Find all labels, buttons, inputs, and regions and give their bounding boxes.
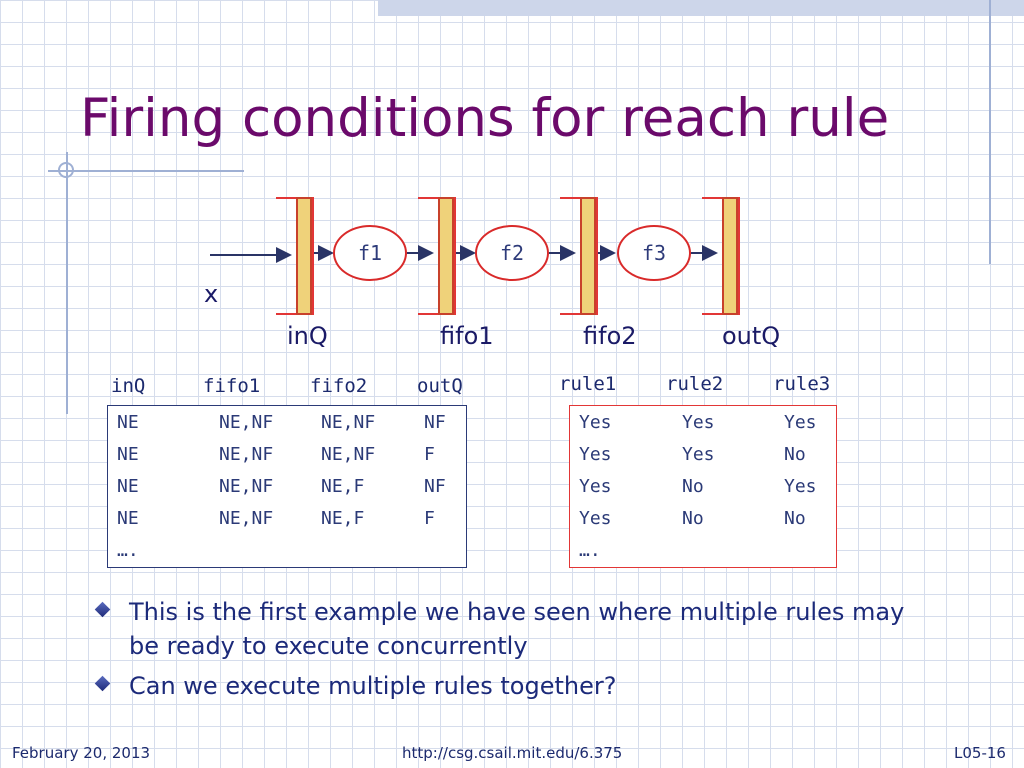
bullet-text: Can we execute multiple rules together?: [129, 672, 617, 700]
table-cell: NF: [424, 476, 446, 497]
table-cell: No: [682, 476, 704, 497]
table-cell: NE: [117, 508, 139, 529]
fifo-bar-outq: [722, 197, 738, 315]
left-table-header-outq: outQ: [417, 375, 463, 397]
table-cell: No: [784, 508, 806, 529]
left-table-header-inq: inQ: [111, 375, 146, 397]
table-cell: NF: [424, 412, 446, 433]
left-table-header-fifo2: fifo2: [310, 375, 368, 397]
table-cell: Yes: [579, 412, 612, 433]
footer-url: http://csg.csail.mit.edu/6.375: [402, 744, 623, 762]
table-cell: NE,NF: [321, 444, 376, 465]
footer-page-number: L05-16: [954, 744, 1006, 762]
decorative-right-rule: [989, 0, 991, 264]
right-table-header-rule3: rule3: [773, 373, 831, 395]
table-cell: NE,F: [321, 508, 365, 529]
table-cell: Yes: [579, 476, 612, 497]
queue-label-fifo1: fifo1: [440, 322, 494, 350]
input-label: x: [204, 280, 219, 308]
table-cell: NE: [117, 476, 139, 497]
decorative-title-underline: [48, 170, 244, 172]
right-table-header-rule2: rule2: [666, 373, 724, 395]
table-cell: NE,NF: [219, 508, 274, 529]
fifo-bar-inq: [296, 197, 312, 315]
right-rule-table: Yes Yes Yes Yes Yes No Yes No Yes Yes No…: [569, 405, 837, 568]
table-cell: Yes: [682, 444, 715, 465]
table-cell: Yes: [579, 444, 612, 465]
left-table-header-fifo1: fifo1: [203, 375, 261, 397]
table-cell: NE,NF: [219, 412, 274, 433]
footer-date: February 20, 2013: [12, 744, 151, 762]
decorative-top-strip: [378, 0, 1024, 16]
node-f1: f1: [333, 225, 407, 281]
fifo-frame-fifo2: [560, 197, 598, 315]
node-f3: f3: [617, 225, 691, 281]
fifo-bar-fifo2: [580, 197, 596, 315]
queue-label-inq: inQ: [287, 322, 328, 350]
decorative-left-rule: [66, 152, 68, 414]
left-status-table: NE NE,NF NE,NF NF NE NE,NF NE,NF F NE NE…: [107, 405, 467, 568]
table-cell: NE,NF: [219, 444, 274, 465]
diamond-bullet-icon: [94, 601, 111, 618]
diamond-bullet-icon: [94, 675, 111, 692]
bullet-text: This is the first example we have seen w…: [129, 598, 905, 660]
table-cell: Yes: [784, 412, 817, 433]
fifo-frame-inq: [276, 197, 314, 315]
fifo-bar-fifo1: [438, 197, 454, 315]
table-cell: NE,NF: [321, 412, 376, 433]
table-cell: NE,NF: [219, 476, 274, 497]
slide-title: Firing conditions for reach rule: [80, 88, 890, 149]
table-cell: NE: [117, 412, 139, 433]
table-cell: Yes: [682, 412, 715, 433]
table-cell: NE,F: [321, 476, 365, 497]
arrow-layer: [210, 245, 718, 263]
table-cell: No: [784, 444, 806, 465]
table-cell: NE: [117, 444, 139, 465]
table-cell: F: [424, 444, 435, 465]
table-ellipsis: ….: [579, 540, 601, 561]
right-table-header-rule1: rule1: [559, 373, 617, 395]
decorative-crosshair-circle: [58, 162, 74, 178]
table-cell: Yes: [784, 476, 817, 497]
node-f2: f2: [475, 225, 549, 281]
table-cell: F: [424, 508, 435, 529]
table-ellipsis: ….: [117, 540, 139, 561]
table-cell: No: [682, 508, 704, 529]
queue-label-fifo2: fifo2: [583, 322, 637, 350]
fifo-frame-outq: [702, 197, 740, 315]
table-cell: Yes: [579, 508, 612, 529]
fifo-frame-fifo1: [418, 197, 456, 315]
queue-label-outq: outQ: [722, 322, 781, 350]
